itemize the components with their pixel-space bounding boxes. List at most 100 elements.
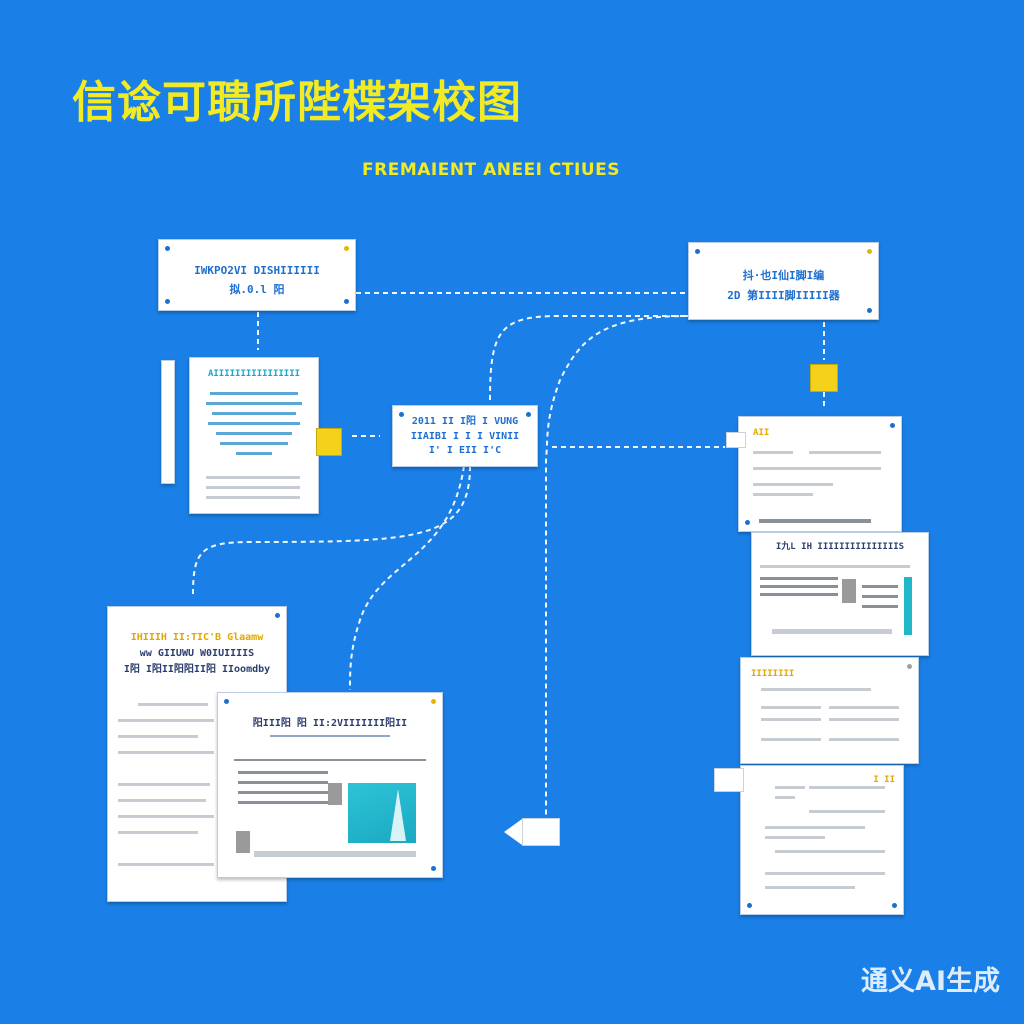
corner-dot [344, 299, 349, 304]
text-placeholder [212, 412, 296, 415]
text-placeholder [238, 801, 328, 804]
text-placeholder [829, 718, 899, 721]
text-placeholder [760, 577, 838, 580]
text-placeholder [138, 703, 208, 706]
divider-line [234, 759, 426, 761]
side-strip [161, 360, 175, 484]
text-placeholder [206, 486, 300, 489]
text-placeholder [809, 451, 881, 454]
text-placeholder [118, 863, 214, 866]
text-placeholder [238, 791, 328, 794]
card-right-3: IIIIIIII [740, 657, 919, 764]
card-right-4: I II [740, 765, 904, 915]
card-text-line: IIAIBI I I I VINII [410, 431, 520, 442]
text-placeholder [118, 799, 206, 802]
text-placeholder [829, 706, 899, 709]
watermark: 通义AI生成 [861, 966, 1000, 997]
text-placeholder [761, 738, 821, 741]
text-placeholder [760, 585, 838, 588]
corner-dot [907, 664, 912, 669]
sticky-note [810, 364, 838, 392]
card-center: 2011 II I阳 I VUNG IIAIBI I I I VINII I' … [392, 405, 538, 467]
corner-dot [431, 699, 436, 704]
text-placeholder [761, 718, 821, 721]
text-placeholder [753, 493, 813, 496]
text-placeholder [862, 595, 898, 598]
image-peak [390, 789, 406, 841]
text-placeholder [118, 751, 214, 754]
card-bottom-center: 阳III阳 阳 II:2VIIIIIII阳II [217, 692, 443, 878]
pointer-arrow [504, 819, 522, 845]
side-tag [726, 432, 746, 448]
text-placeholder [809, 810, 885, 813]
text-placeholder [765, 872, 885, 875]
sticky-note [316, 428, 342, 456]
corner-dot [892, 903, 897, 908]
corner-dot [165, 246, 170, 251]
text-placeholder [765, 826, 865, 829]
connector-center-to-topright [489, 315, 690, 401]
connector-center-to-bottomleft [192, 465, 471, 596]
text-placeholder [270, 735, 390, 737]
text-placeholder [765, 836, 825, 839]
text-placeholder [765, 886, 855, 889]
card-text-line: IWKPO2VI DISHIIIIII [194, 264, 320, 277]
corner-dot [224, 699, 229, 704]
card-text-line: 2011 II I阳 I VUNG [411, 416, 519, 427]
text-placeholder [761, 688, 871, 691]
text-placeholder [118, 831, 198, 834]
text-placeholder [775, 796, 795, 799]
text-placeholder [254, 851, 416, 857]
corner-dot [745, 520, 750, 525]
card-text-line: IHIIIH II:TIC'B Glaamw [130, 632, 264, 643]
text-placeholder [753, 451, 793, 454]
card-mid-left: AIIIIIIIIIIIIIIII [189, 357, 319, 514]
card-heading: 阳III阳 阳 II:2VIIIIIII阳II [252, 718, 408, 729]
card-text-line: I阳 I阳II阳阳II阳 IIoomdby [123, 664, 271, 675]
text-placeholder [862, 585, 898, 588]
image-thumbnail [328, 783, 342, 805]
corner-dot [747, 903, 752, 908]
text-placeholder [760, 565, 910, 568]
card-heading: IIIIIIII [751, 669, 795, 679]
text-placeholder [772, 629, 892, 634]
pointer-label [522, 818, 560, 846]
text-placeholder [206, 496, 300, 499]
card-heading: AII [753, 428, 770, 438]
text-placeholder [216, 432, 292, 435]
card-heading: AIIIIIIIIIIIIIIII [207, 369, 301, 379]
text-placeholder [761, 706, 821, 709]
corner-dot [867, 308, 872, 313]
corner-dot [526, 412, 531, 417]
text-placeholder [238, 781, 328, 784]
text-placeholder [210, 392, 298, 395]
text-placeholder [238, 771, 328, 774]
text-placeholder [118, 815, 214, 818]
text-placeholder [206, 402, 302, 405]
diagram-title: 信谂可聩所陛楪架校图 [72, 77, 522, 128]
card-text-line: 2D 第IIII脚IIIII器 [727, 289, 840, 302]
corner-dot [344, 246, 349, 251]
text-placeholder [206, 476, 300, 479]
text-placeholder [809, 786, 885, 789]
accent-bar [904, 577, 912, 635]
text-placeholder [208, 422, 300, 425]
card-text-line: I' I EII I'C [428, 445, 502, 456]
card-heading: I II [873, 775, 895, 785]
image-thumbnail [842, 579, 856, 603]
corner-dot [275, 613, 280, 618]
text-placeholder [760, 593, 838, 596]
text-placeholder [118, 735, 198, 738]
text-placeholder [220, 442, 288, 445]
corner-dot [399, 412, 404, 417]
text-placeholder [118, 719, 214, 722]
text-placeholder [118, 783, 210, 786]
text-placeholder [753, 467, 881, 470]
corner-dot [431, 866, 436, 871]
text-placeholder [775, 850, 885, 853]
image-thumbnail [236, 831, 250, 853]
corner-dot [165, 299, 170, 304]
card-right-1: AII [738, 416, 902, 532]
diagram-subtitle: FREMAIENT ANEEI CTIUES [362, 160, 620, 180]
